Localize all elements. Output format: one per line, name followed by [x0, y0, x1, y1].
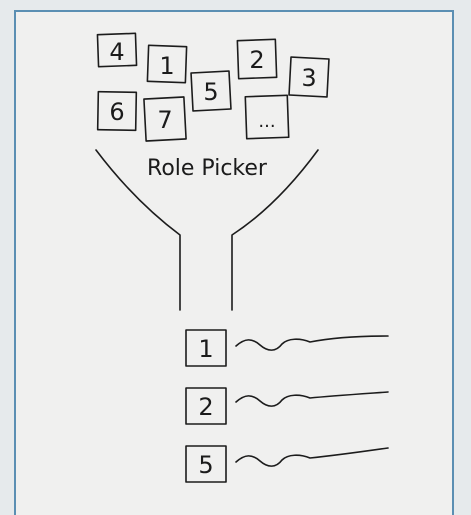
output-role-label-1: 1 — [198, 335, 213, 363]
input-role-label-4: 4 — [109, 38, 124, 66]
input-role-label-7: 7 — [157, 106, 172, 134]
output-role-2-description-line — [236, 392, 388, 406]
input-role-label-more: ... — [258, 111, 275, 132]
input-role-label-1: 1 — [159, 52, 174, 80]
input-role-label-2: 2 — [249, 46, 264, 74]
output-role-label-2: 2 — [198, 393, 213, 421]
input-role-label-5: 5 — [203, 78, 218, 106]
output-role-1-description-line — [236, 336, 388, 350]
input-role-label-6: 6 — [109, 98, 124, 126]
output-role-label-5: 5 — [198, 451, 213, 479]
input-role-label-3: 3 — [301, 64, 316, 92]
output-role-5-description-line — [236, 448, 388, 466]
funnel-label: Role Picker — [147, 156, 268, 181]
